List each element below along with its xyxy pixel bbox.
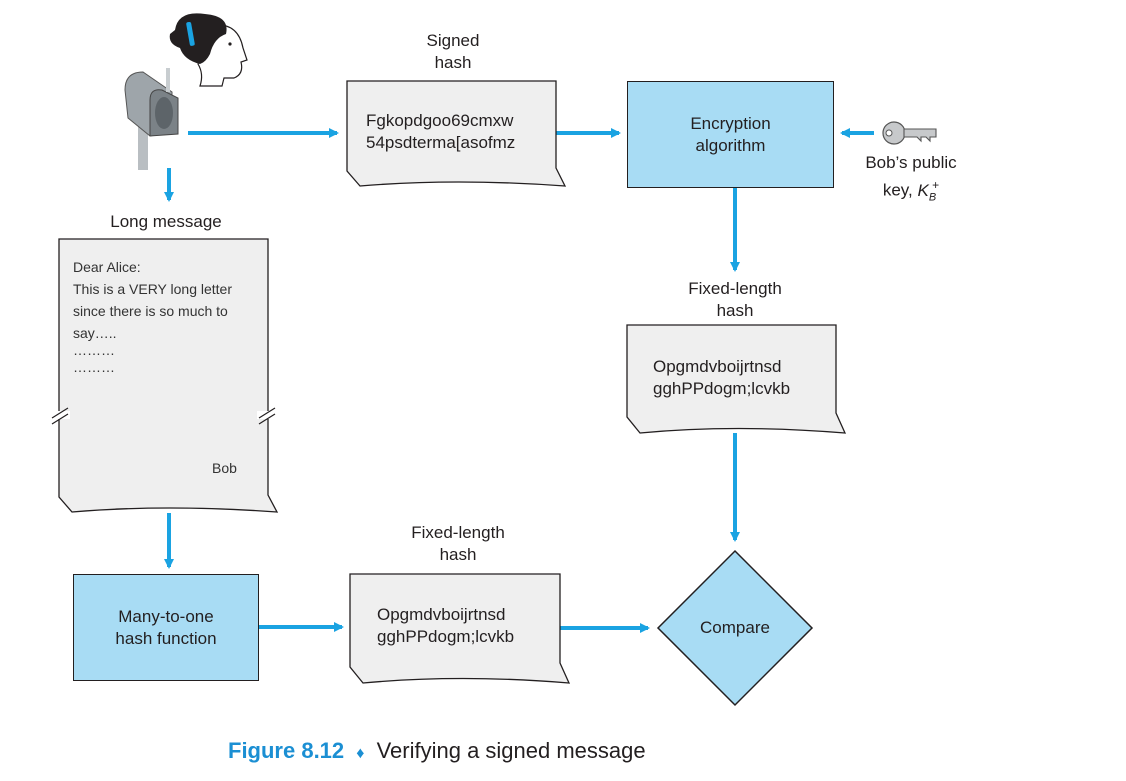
public-key-label: Bob’s public key, KB+ bbox=[865, 153, 957, 204]
compare-diamond bbox=[656, 549, 814, 707]
letter-body: Dear Alice: This is a VERY long letter s… bbox=[73, 259, 233, 375]
alice-icon bbox=[169, 13, 248, 87]
figure-title: Verifying a signed message bbox=[376, 738, 646, 763]
fixed-hash-top-document bbox=[626, 324, 847, 434]
figure-number: Figure 8.12 bbox=[228, 738, 345, 763]
fixed-hash-bottom-document bbox=[349, 573, 571, 684]
mailbox-icon bbox=[124, 68, 179, 170]
document-break-marks bbox=[50, 407, 277, 425]
figure-caption: Figure 8.12 ♦ Verifying a signed message bbox=[228, 738, 646, 764]
signed-hash-document bbox=[346, 80, 567, 187]
caption-diamond-icon: ♦ bbox=[356, 745, 365, 762]
compare-label: Compare bbox=[700, 618, 770, 637]
letter-signature: Bob bbox=[212, 460, 237, 476]
long-message-label: Long message bbox=[110, 212, 222, 231]
long-message-document bbox=[58, 238, 279, 513]
key-icon bbox=[882, 121, 937, 145]
